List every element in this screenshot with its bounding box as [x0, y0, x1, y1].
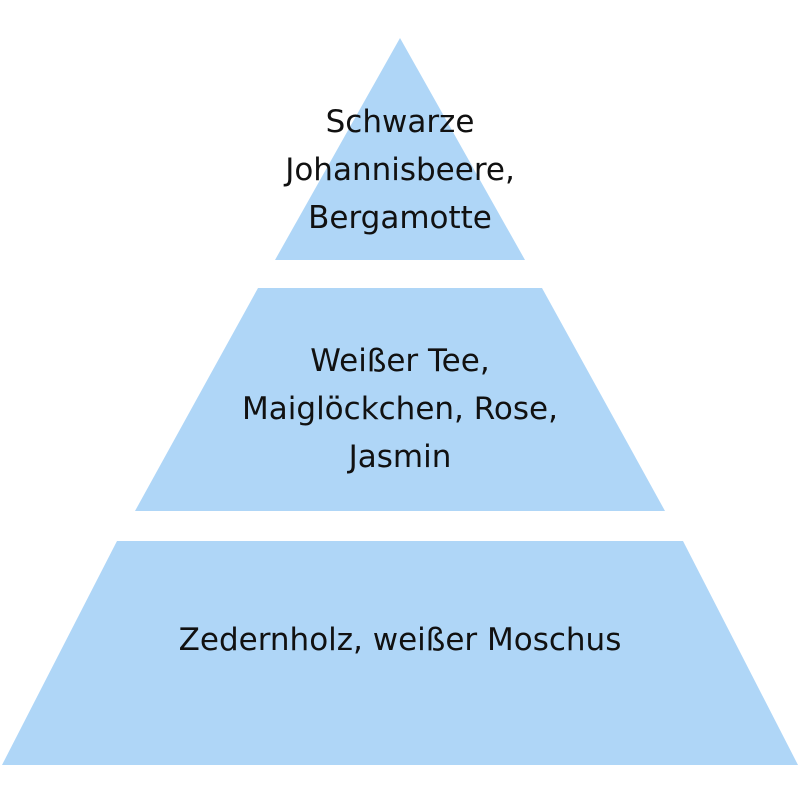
tier-top-line-1: Schwarze [325, 104, 475, 140]
tier-middle-line-3: Jasmin [348, 439, 452, 475]
pyramid-tier-middle-shape [135, 288, 665, 511]
tier-top-line-3: Bergamotte [308, 200, 492, 236]
pyramid-tier-bottom-shape [2, 541, 798, 765]
tier-middle-line-1: Weißer Tee, [310, 343, 490, 379]
tier-top-line-2: Johannisbeere, [285, 152, 515, 188]
tier-bottom-line-1: Zedernholz, weißer Moschus [178, 622, 622, 658]
pyramid-tier-bottom-label: Zedernholz, weißer Moschus [0, 616, 800, 664]
pyramid-tier-middle-label: Weißer Tee, Maiglöckchen, Rose, Jasmin [0, 337, 800, 481]
pyramid-tier-top-shape [275, 38, 525, 260]
pyramid-tier-top-label: Schwarze Johannisbeere, Bergamotte [0, 98, 800, 242]
tier-middle-line-2: Maiglöckchen, Rose, [242, 391, 558, 427]
